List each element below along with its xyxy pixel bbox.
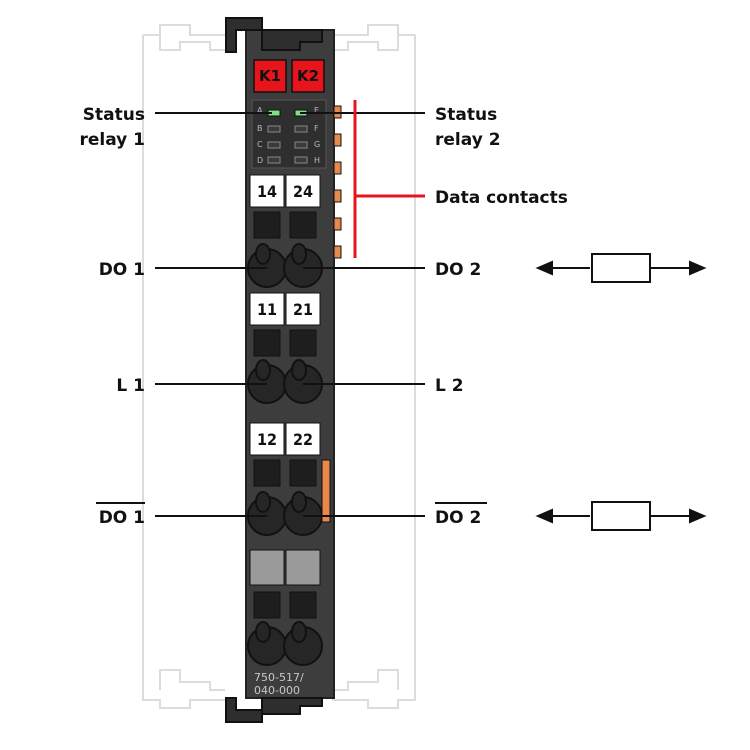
led-letter-a: A bbox=[257, 106, 263, 115]
label-status-relay-1-line-1: Status bbox=[83, 105, 145, 125]
terminal-label-11: 11 bbox=[257, 300, 277, 319]
leader-lines bbox=[155, 112, 425, 517]
label-do1-inverted: DO 1 bbox=[99, 508, 145, 528]
terminal-row-1: 14 24 bbox=[247, 174, 323, 288]
data-contacts-bracket bbox=[353, 100, 425, 258]
label-l1: L 1 bbox=[116, 376, 145, 396]
load-symbol-do2-inverted bbox=[535, 501, 707, 531]
terminal-label-21: 21 bbox=[293, 300, 313, 319]
label-status-relay-2-line-2: relay 2 bbox=[435, 130, 501, 150]
relay-k1-label: K1 bbox=[259, 67, 281, 85]
label-data-contacts: Data contacts bbox=[435, 188, 568, 208]
led-letter-g: G bbox=[314, 140, 320, 149]
led-letter-d: D bbox=[257, 156, 263, 165]
label-status-relay-2-line-1: Status bbox=[435, 105, 497, 125]
led-f bbox=[294, 125, 308, 133]
load-symbol-do2 bbox=[535, 253, 707, 283]
label-l2: L 2 bbox=[435, 376, 464, 396]
part-number-line-2: 040-000 bbox=[254, 684, 300, 697]
led-h bbox=[294, 156, 308, 164]
data-contacts bbox=[333, 105, 342, 259]
power-contact-orange bbox=[321, 459, 331, 523]
led-field: A B C D E F G H bbox=[251, 99, 327, 169]
terminal-row-4 bbox=[247, 549, 323, 666]
label-do2-inverted: DO 2 bbox=[435, 508, 481, 528]
terminal-label-14: 14 bbox=[257, 182, 277, 201]
led-c bbox=[267, 141, 281, 149]
label-status-relay-1-line-2: relay 1 bbox=[79, 130, 145, 150]
led-letter-b: B bbox=[257, 124, 263, 133]
terminal-label-12: 12 bbox=[257, 430, 277, 449]
led-g bbox=[294, 141, 308, 149]
led-d bbox=[267, 156, 281, 164]
part-number-line-1: 750-517/ bbox=[254, 671, 304, 684]
terminal-label-22: 22 bbox=[293, 430, 313, 449]
led-letter-f: F bbox=[314, 124, 319, 133]
relay-k1: K1 bbox=[253, 59, 287, 93]
label-do1: DO 1 bbox=[99, 260, 145, 280]
label-do2: DO 2 bbox=[435, 260, 481, 280]
led-letter-c: C bbox=[257, 140, 263, 149]
relay-k2-label: K2 bbox=[297, 67, 319, 85]
led-letter-e: E bbox=[314, 106, 319, 115]
housing-outline bbox=[142, 24, 416, 709]
led-b bbox=[267, 125, 281, 133]
relay-k2: K2 bbox=[291, 59, 325, 93]
terminal-label-24: 24 bbox=[293, 182, 313, 201]
led-letter-h: H bbox=[314, 156, 320, 165]
